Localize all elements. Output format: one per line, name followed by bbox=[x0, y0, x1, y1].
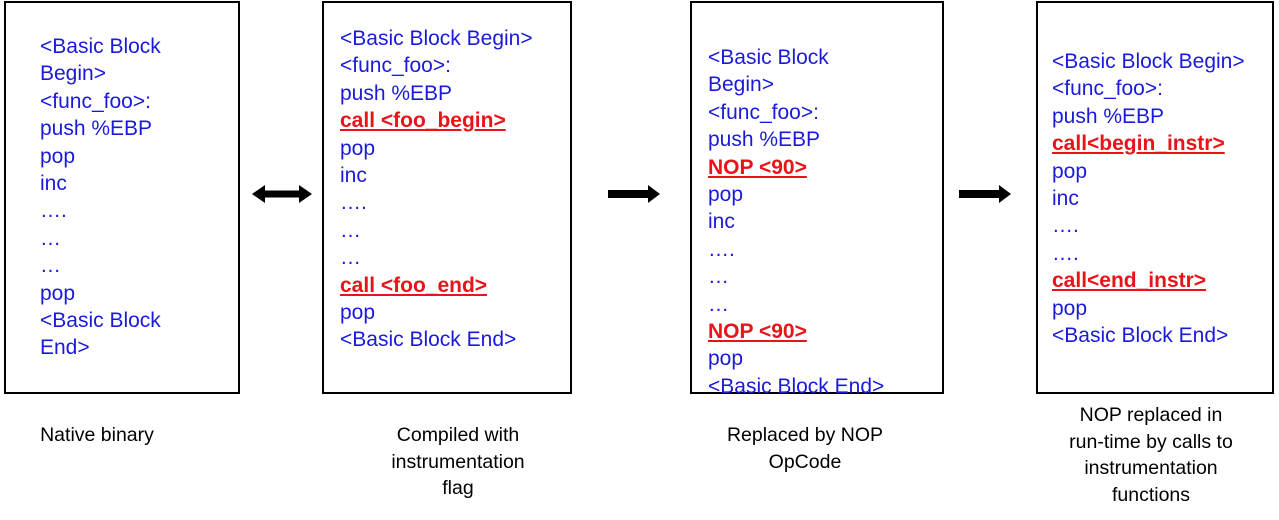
code-line: pop bbox=[40, 281, 76, 305]
code-line: <Basic Block bbox=[40, 35, 161, 58]
code-line: inc bbox=[40, 172, 67, 196]
code-line: pop bbox=[708, 183, 744, 207]
caption-line: Compiled with bbox=[396, 424, 520, 446]
code-line: pop bbox=[1052, 159, 1088, 183]
code-line: … bbox=[708, 292, 729, 316]
code-line: … bbox=[708, 265, 729, 289]
code-line: <Basic Block Begin> bbox=[1052, 50, 1245, 73]
code-line: inc bbox=[1052, 187, 1079, 211]
runtime-calls-code: <Basic Block Begin> <func_foo>:push %EBP c… bbox=[1052, 48, 1245, 349]
code-line: pop bbox=[40, 144, 76, 168]
caption-line: OpCode bbox=[768, 450, 842, 473]
instrumented-line: call <foo_begin> bbox=[340, 109, 506, 133]
code-line: … bbox=[40, 226, 61, 250]
code-line: pop bbox=[708, 347, 744, 371]
compiled-instrumented-code: <Basic Block Begin> <func_foo>:push %EBP c… bbox=[340, 25, 533, 354]
code-line: …. bbox=[708, 237, 735, 261]
nop-replaced-panel bbox=[690, 1, 944, 394]
code-line: …. bbox=[1052, 241, 1079, 265]
code-line: pop bbox=[340, 136, 376, 160]
code-line: push %EBP bbox=[1052, 104, 1165, 128]
caption-line: NOP replaced in bbox=[1079, 404, 1223, 426]
instrumented-line: call <foo_end> bbox=[340, 273, 488, 297]
code-line: <Basic Block Begin> bbox=[340, 27, 533, 50]
runtime-calls-caption: NOP replaced in run-time by calls to instr… bbox=[1036, 402, 1266, 508]
code-line: …. bbox=[40, 199, 67, 223]
code-line: <func_foo>: bbox=[1052, 77, 1163, 101]
code-line: Begin> bbox=[40, 62, 106, 86]
code-line: <Basic Block End> bbox=[1052, 324, 1229, 348]
code-line: <Basic Block bbox=[40, 309, 161, 333]
code-line: … bbox=[340, 218, 361, 242]
code-line: <func_foo>: bbox=[40, 89, 151, 113]
right-arrow-icon bbox=[959, 185, 1011, 203]
caption-line: Native binary bbox=[40, 424, 154, 446]
compiled-instrumented-panel bbox=[322, 1, 572, 394]
code-line: <func_foo>: bbox=[708, 100, 819, 124]
instrumented-line: call<end_instr> bbox=[1052, 269, 1207, 293]
code-line: …. bbox=[340, 191, 367, 215]
code-line: <Basic Block End> bbox=[340, 328, 517, 352]
code-line: push %EBP bbox=[40, 117, 153, 141]
code-line: pop bbox=[1052, 296, 1088, 320]
code-line: <Basic Block End> bbox=[708, 374, 885, 398]
code-line: <Basic Block bbox=[708, 46, 829, 69]
code-line: Begin> bbox=[708, 73, 774, 97]
bidirectional-arrow-icon bbox=[252, 185, 312, 203]
caption-line: Replaced by NOP bbox=[726, 424, 884, 446]
code-line: End> bbox=[40, 336, 90, 360]
code-line: pop bbox=[340, 301, 376, 325]
right-arrow-icon bbox=[608, 185, 660, 203]
code-line: …. bbox=[1052, 214, 1079, 238]
nop-replaced-caption: Replaced by NOP OpCode bbox=[690, 422, 920, 475]
instrumented-line: NOP <90> bbox=[708, 320, 807, 344]
code-line: <func_foo>: bbox=[340, 54, 451, 78]
code-line: … bbox=[40, 254, 61, 278]
caption-line: instrumentation bbox=[1084, 457, 1218, 479]
caption-line: run-time by calls to bbox=[1069, 430, 1233, 453]
code-line: push %EBP bbox=[708, 128, 821, 152]
caption-line: functions bbox=[1111, 483, 1191, 506]
code-line: push %EBP bbox=[340, 81, 453, 105]
compiled-instrumented-caption: Compiled with instrumentation flag bbox=[358, 422, 558, 502]
runtime-calls-panel bbox=[1036, 1, 1274, 394]
native-binary-caption: Native binary bbox=[2, 422, 192, 449]
code-line: inc bbox=[708, 210, 735, 234]
caption-line: instrumentation bbox=[391, 450, 525, 473]
native-binary-panel bbox=[4, 1, 240, 394]
instrumented-line: NOP <90> bbox=[708, 155, 807, 179]
code-line: … bbox=[340, 246, 361, 270]
caption-line: flag bbox=[442, 477, 474, 499]
code-line: inc bbox=[340, 164, 367, 188]
instrumented-line: call<begin_instr> bbox=[1052, 132, 1225, 156]
